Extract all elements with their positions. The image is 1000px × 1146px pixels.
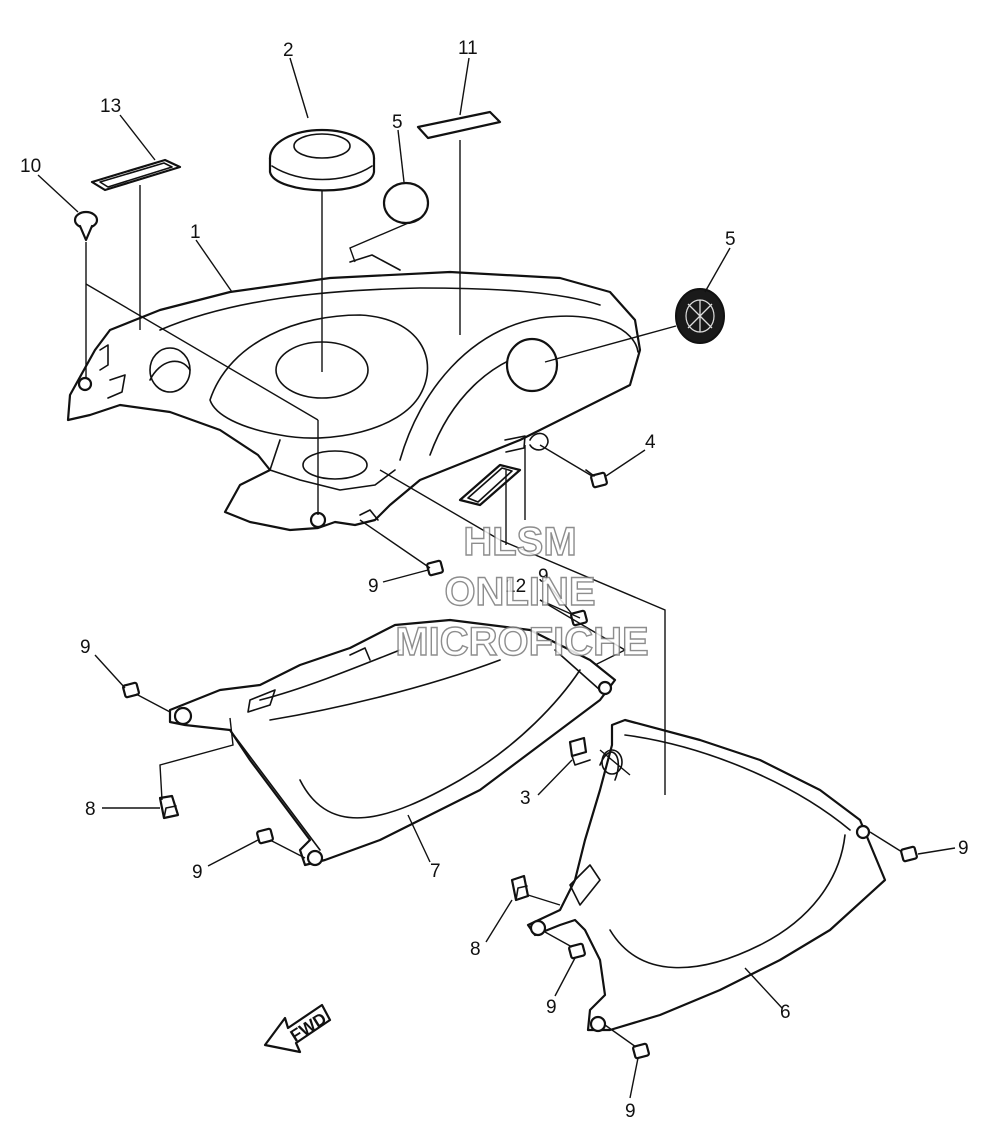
tank-cover-part-1 <box>66 254 642 532</box>
fwd-arrow: FWD <box>263 1003 332 1054</box>
watermark: HLSM ONLINE MICROFICHE <box>395 519 650 664</box>
bolt-part-9e <box>900 845 918 863</box>
callout-10: 10 <box>20 156 41 177</box>
assembly-guide-lines <box>85 140 903 1048</box>
watermark-line-3: MICROFICHE <box>395 620 648 664</box>
decal-part-13 <box>90 158 182 192</box>
grommet-part-2 <box>268 128 376 192</box>
callout-9b: 9 <box>192 862 203 883</box>
watermark-line-2: ONLINE <box>444 570 595 614</box>
callout-11: 11 <box>458 38 478 59</box>
callout-5b: 5 <box>725 229 736 250</box>
callout-1: 1 <box>190 222 201 243</box>
bolt-part-9f <box>568 942 586 960</box>
callout-6: 6 <box>780 1002 791 1023</box>
bolt-part-9a <box>122 681 140 699</box>
callout-8a: 8 <box>85 799 96 820</box>
bolt-part-9g <box>632 1042 650 1060</box>
callout-8b: 8 <box>470 939 481 960</box>
emblem-part-5b <box>675 288 725 344</box>
callout-2: 2 <box>283 40 294 61</box>
nut-part-8a <box>158 794 180 820</box>
callout-9f: 9 <box>546 997 557 1018</box>
callout-9g: 9 <box>625 1101 636 1122</box>
callout-numbers: 1 2 3 4 5 5 6 7 8 8 9 9 9 9 9 9 9 10 11 … <box>20 38 969 1122</box>
clip-part-10 <box>73 210 99 242</box>
side-cover-part-6 <box>526 718 887 1033</box>
callout-12: 12 <box>505 576 526 597</box>
nut-part-8b <box>510 874 530 902</box>
callout-5a: 5 <box>392 112 403 133</box>
decal-part-11 <box>416 110 502 140</box>
callout-7: 7 <box>430 861 441 882</box>
callout-9e: 9 <box>958 838 969 859</box>
bolt-part-4 <box>585 469 608 489</box>
callout-leaders <box>37 57 956 1099</box>
callout-4: 4 <box>645 432 656 453</box>
decal-part-12 <box>458 463 522 507</box>
side-cover-part-7 <box>168 618 617 867</box>
watermark-line-1: HLSM <box>463 520 576 564</box>
seal-part-5a <box>382 181 430 225</box>
bolt-part-9b <box>256 827 274 845</box>
bracket-part-3 <box>568 736 591 766</box>
callout-9a: 9 <box>80 637 91 658</box>
callout-9d: 9 <box>538 566 549 587</box>
bolt-part-9c <box>426 559 444 577</box>
callout-13: 13 <box>100 96 121 117</box>
callout-3: 3 <box>520 788 531 809</box>
callout-9c: 9 <box>368 576 379 597</box>
